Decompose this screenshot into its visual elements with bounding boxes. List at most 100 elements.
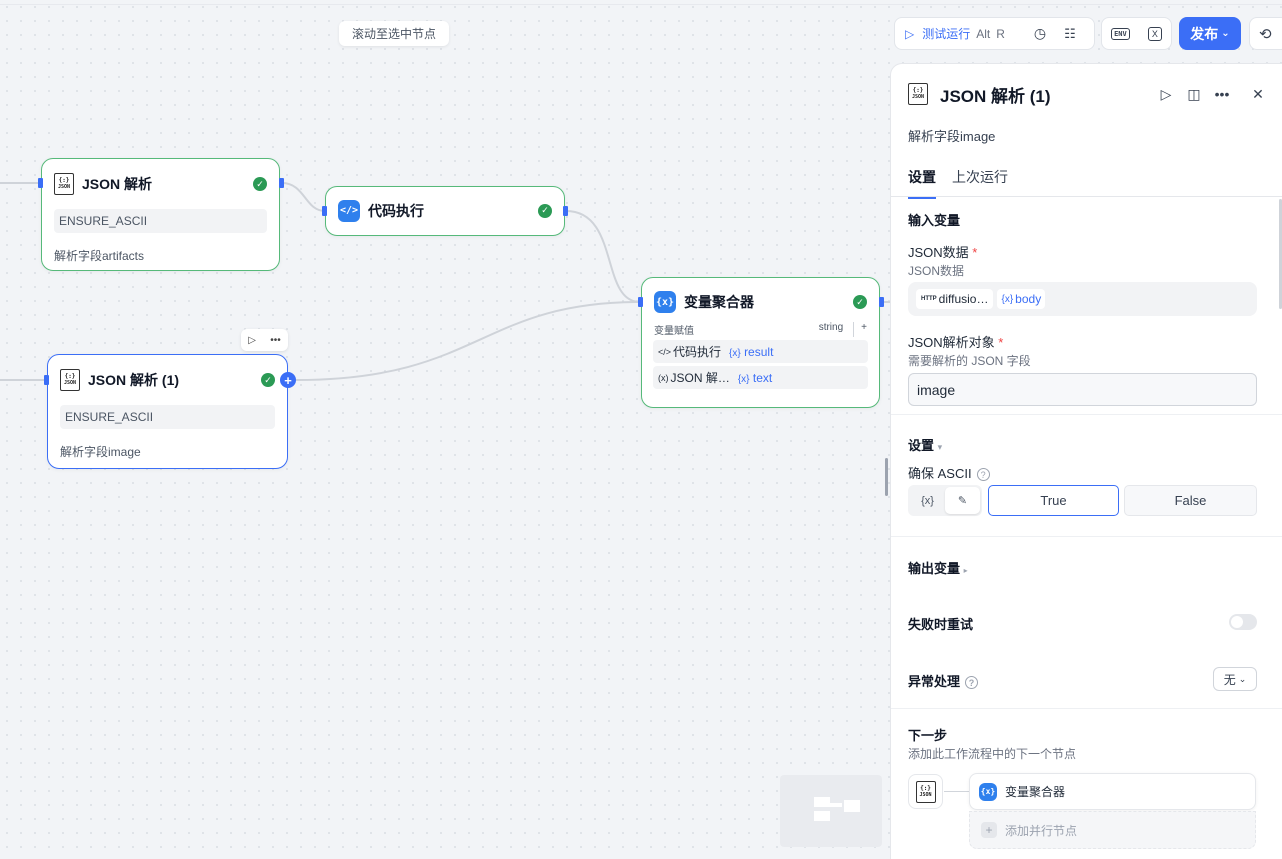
- source-node-chip: HTTP diffusio…: [916, 289, 994, 309]
- chevron-down-icon: ⌄: [1221, 28, 1230, 39]
- plus-icon: +: [981, 822, 997, 838]
- constant-mode-pencil-icon[interactable]: ✎: [945, 487, 980, 514]
- add-var-icon[interactable]: +: [853, 322, 867, 337]
- code-icon: </>: [338, 199, 360, 222]
- input-mode-switch: {x} ✎: [908, 485, 982, 516]
- node-param: ENSURE_ASCII: [60, 405, 275, 429]
- variable-x-icon: X: [1147, 26, 1162, 41]
- json-data-hint: JSON数据: [908, 264, 965, 278]
- json-data-ref-input[interactable]: HTTP diffusio… {x}body: [908, 282, 1257, 316]
- variable-icon: (x): [658, 372, 669, 383]
- success-check-icon: ✓: [253, 177, 267, 191]
- play-icon: ▷: [905, 26, 915, 41]
- output-port[interactable]: [563, 206, 568, 216]
- help-icon: ?: [976, 468, 990, 482]
- node-variable-aggregator[interactable]: {x} 变量聚合器 ✓ 变量赋值 string + </> 代码执行 {x} r…: [641, 277, 880, 408]
- node-settings-panel: {:}JSON JSON 解析 (1) ▷ ◫ ••• ✕ 解析字段image …: [890, 63, 1282, 859]
- node-json-parse[interactable]: {:}JSON JSON 解析 ✓ ENSURE_ASCII 解析字段artif…: [41, 158, 280, 271]
- help-icon: ?: [965, 676, 979, 690]
- panel-description[interactable]: 解析字段image: [908, 129, 996, 144]
- output-variables-title[interactable]: 输出变量 ▸: [908, 561, 968, 576]
- aggregator-row[interactable]: (x) JSON 解… {x} text: [653, 366, 868, 389]
- next-connector: [944, 791, 969, 792]
- row-source: 代码执行: [673, 345, 722, 359]
- conversation-var-button[interactable]: X: [1147, 18, 1162, 49]
- more-icon[interactable]: •••: [1214, 86, 1230, 102]
- retry-label: 失败时重试: [908, 617, 974, 632]
- run-node-icon[interactable]: ▷: [248, 334, 256, 346]
- aggregator-header: 变量赋值 string +: [642, 322, 879, 337]
- node-title: 代码执行: [368, 202, 424, 219]
- more-icon[interactable]: •••: [270, 334, 281, 346]
- env-button[interactable]: ENV: [1111, 18, 1130, 49]
- input-port[interactable]: [38, 178, 43, 188]
- next-node-card[interactable]: {x} 变量聚合器: [969, 773, 1256, 810]
- code-icon: </>: [658, 346, 672, 357]
- node-param: ENSURE_ASCII: [54, 209, 267, 233]
- node-title: JSON 解析 (1): [88, 372, 180, 388]
- chevron-down-icon: ⌄: [1238, 673, 1247, 684]
- node-mini-toolbar: ▷ •••: [241, 329, 288, 351]
- json-file-icon: {:}JSON: [915, 780, 936, 803]
- json-data-label: JSON数据 *: [908, 245, 978, 260]
- env-toolbar: ENV X: [1101, 17, 1172, 50]
- tab-last-run[interactable]: 上次运行: [952, 169, 1008, 185]
- row-source: JSON 解…: [670, 371, 730, 385]
- minimap[interactable]: [780, 775, 882, 847]
- panel-title[interactable]: JSON 解析 (1): [940, 86, 1051, 106]
- scrollbar[interactable]: [1279, 199, 1282, 309]
- input-port[interactable]: [638, 297, 643, 307]
- ensure-ascii-label: 确保 ASCII?: [908, 463, 990, 482]
- test-run-button[interactable]: ▷ 测试运行 Alt R: [905, 26, 1005, 42]
- json-file-icon: {:}JSON: [908, 83, 928, 105]
- output-port[interactable]: [879, 297, 884, 307]
- publish-button[interactable]: 发布⌄: [1179, 17, 1241, 50]
- settings-title[interactable]: 设置 ▾: [908, 438, 943, 453]
- row-variable: {x} result: [729, 344, 774, 359]
- aggregator-row[interactable]: </> 代码执行 {x} result: [653, 340, 868, 363]
- node-description: 解析字段image: [60, 445, 141, 459]
- panel-header: {:}JSON JSON 解析 (1) ▷ ◫ ••• ✕: [908, 82, 1272, 106]
- input-port[interactable]: [322, 206, 327, 216]
- variable-icon: {x}: [979, 782, 997, 801]
- canvas-drag-handle[interactable]: [885, 458, 888, 496]
- split-view-icon[interactable]: ◫: [1187, 85, 1201, 102]
- false-option-button[interactable]: False: [1124, 485, 1257, 516]
- add-node-plus-icon[interactable]: +: [280, 372, 296, 388]
- tabs-divider: [891, 196, 1282, 197]
- env-icon: ENV: [1111, 27, 1130, 40]
- retry-toggle[interactable]: [1229, 614, 1257, 630]
- error-handling-select[interactable]: 无⌄: [1213, 667, 1257, 691]
- node-code-exec[interactable]: </> 代码执行 ✓: [325, 186, 565, 236]
- tab-settings[interactable]: 设置: [908, 167, 936, 199]
- run-toolbar: ▷ 测试运行 Alt R ◷ ☷: [894, 17, 1095, 50]
- run-icon[interactable]: ▷: [1160, 85, 1172, 102]
- input-port[interactable]: [44, 375, 49, 385]
- checklist-clock-icon[interactable]: ◷: [1033, 25, 1047, 41]
- close-icon[interactable]: ✕: [1252, 85, 1264, 102]
- success-check-icon: ✓: [853, 295, 867, 309]
- parse-target-input[interactable]: image: [908, 373, 1257, 406]
- panel-tabs: 设置 上次运行: [908, 167, 1024, 199]
- assign-label: 变量赋值: [654, 326, 694, 337]
- parse-target-hint: 需要解析的 JSON 字段: [908, 354, 1031, 368]
- type-label: string: [818, 322, 844, 333]
- output-port[interactable]: [279, 178, 284, 188]
- true-option-button[interactable]: True: [988, 485, 1119, 516]
- next-step-hint: 添加此工作流程中的下一个节点: [908, 747, 1077, 761]
- edge-json2-agg: [295, 301, 641, 381]
- node-json-parse-1[interactable]: {:}JSON JSON 解析 (1) ✓ ENSURE_ASCII 解析字段i…: [47, 354, 288, 469]
- json-file-icon: {:}JSON: [60, 369, 80, 391]
- scroll-to-selected-button[interactable]: 滚动至选中节点: [339, 21, 449, 46]
- add-parallel-node-button[interactable]: + 添加并行节点: [969, 811, 1256, 849]
- row-variable: {x} text: [737, 370, 773, 385]
- node-title: JSON 解析: [82, 176, 153, 192]
- variable-icon: {x}: [654, 291, 676, 313]
- success-check-icon: ✓: [261, 373, 275, 387]
- variable-chip: {x}body: [997, 289, 1046, 309]
- variable-mode-button[interactable]: {x}: [921, 494, 934, 507]
- checklist-icon[interactable]: ☷: [1064, 25, 1076, 41]
- success-check-icon: ✓: [538, 203, 552, 218]
- history-icon[interactable]: ⟲: [1249, 17, 1282, 50]
- node-description: 解析字段artifacts: [54, 249, 145, 263]
